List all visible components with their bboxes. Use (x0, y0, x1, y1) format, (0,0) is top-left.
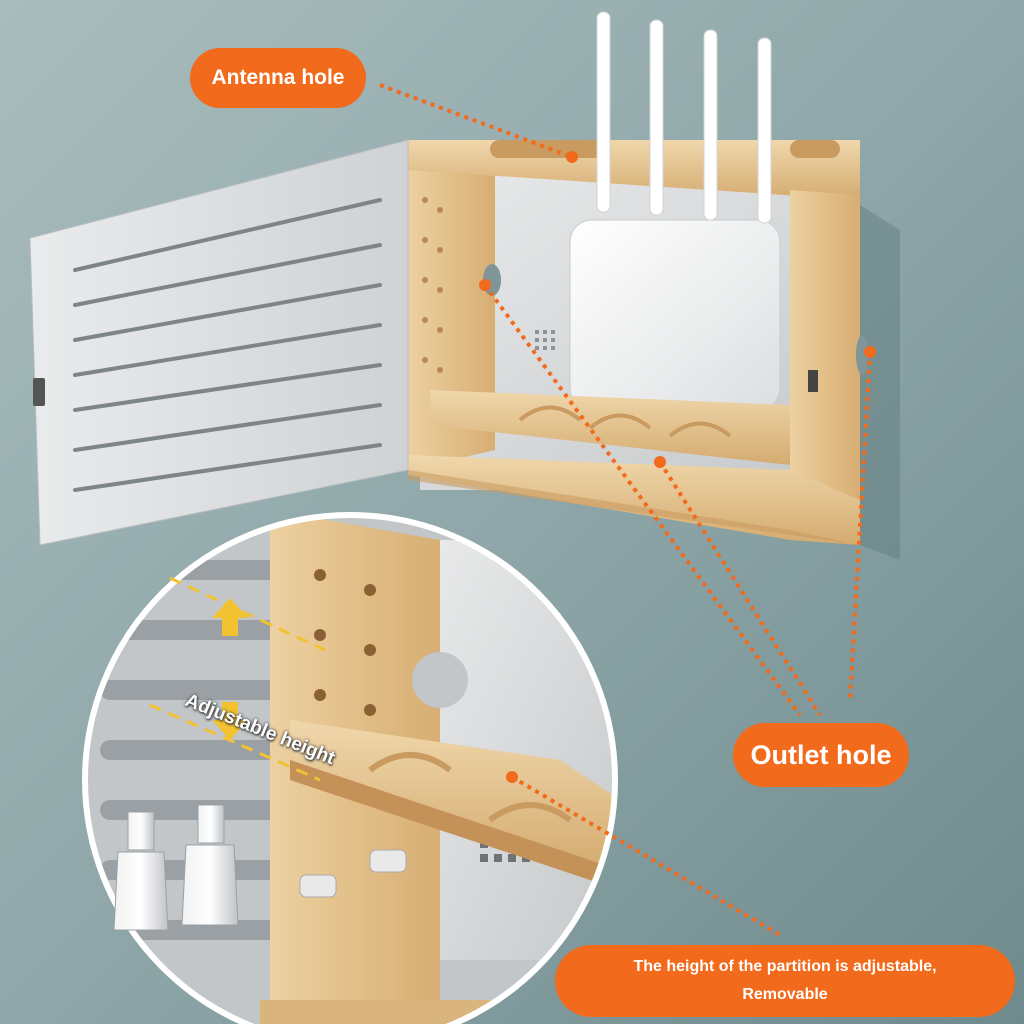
antennas (596, 11, 772, 224)
antenna-hole-callout: Antenna hole (190, 48, 366, 108)
cabinet (408, 11, 900, 560)
down-arrow-icon (212, 702, 248, 740)
cabinet-door (29, 139, 409, 546)
up-arrow-icon (212, 598, 248, 636)
partition-callout-line2: Removable (742, 986, 828, 1003)
callout-leader-lines (379, 83, 872, 937)
height-guide-lines (149, 576, 326, 782)
middle-shelf (430, 390, 790, 465)
right-outlet-hole (856, 335, 868, 375)
partition-callout: The height of the partition is adjustabl… (555, 945, 1015, 1017)
router (535, 219, 781, 411)
callout-anchor-dots (479, 151, 876, 783)
outlet-hole-callout: Outlet hole (733, 723, 909, 787)
shelf-pins (113, 804, 239, 931)
partition-callout-line1: The height of the partition is adjustabl… (633, 958, 937, 975)
